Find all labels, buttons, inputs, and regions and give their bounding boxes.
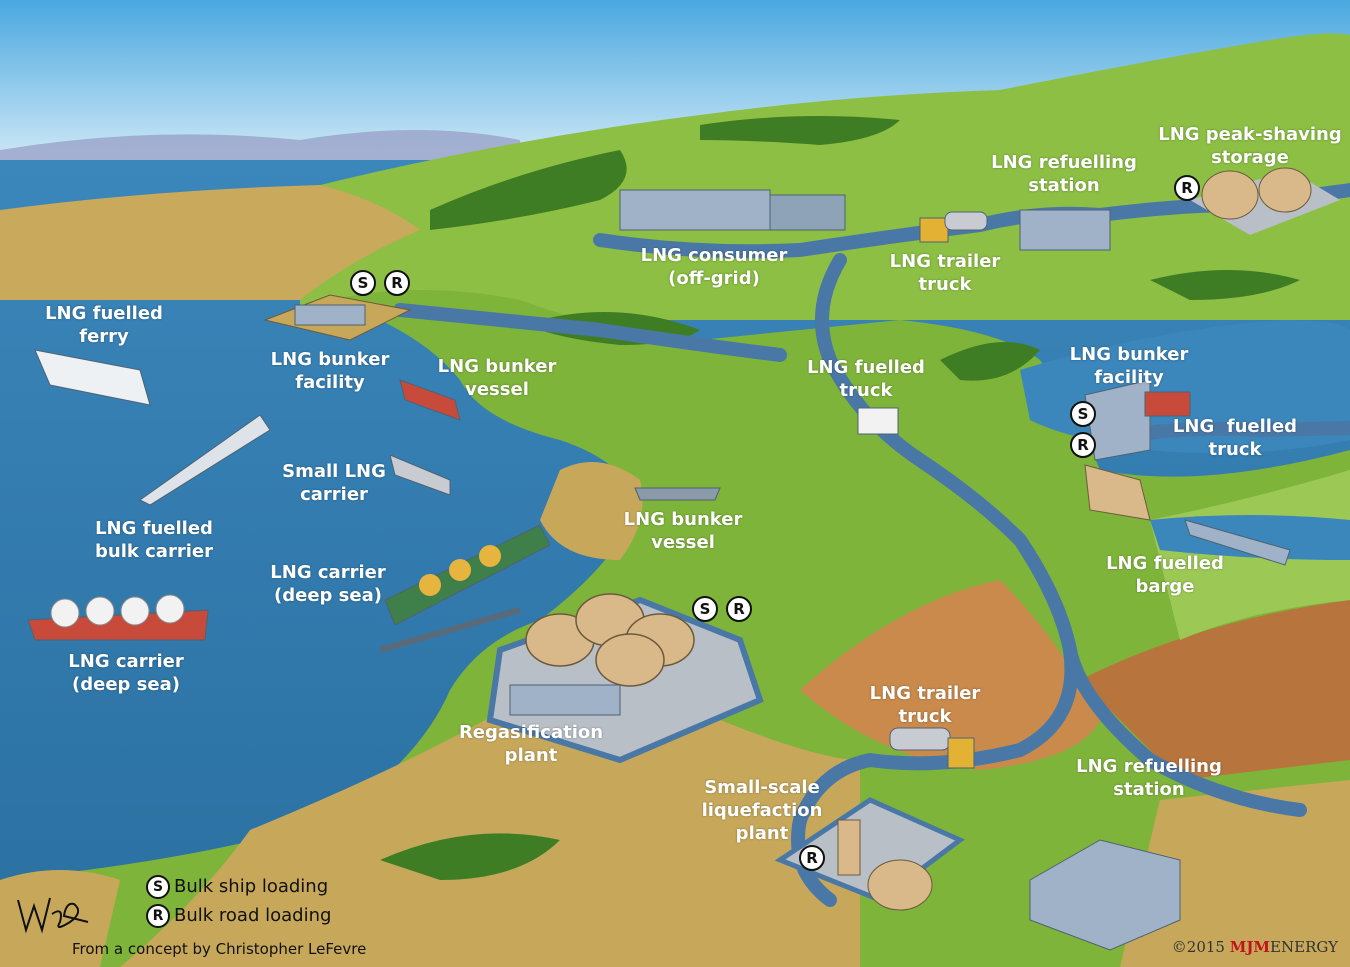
label-lng-carrier-deep-sea-2: LNG carrier (deep sea) — [68, 651, 184, 695]
ship-loading-badge: S — [350, 270, 376, 296]
brand-mjm: MJM — [1229, 938, 1271, 956]
label-lng-fuelled-barge: LNG fuelled barge — [1106, 553, 1224, 597]
ship-loading-symbol-icon: S — [146, 874, 170, 899]
legend: S Bulk ship loading R Bulk road loading — [146, 872, 331, 930]
label-small-scale-liquefaction-plant: Small-scale liquefaction plant — [701, 777, 823, 844]
legend-item-ship-loading: S Bulk ship loading — [146, 872, 331, 901]
label-lng-fuelled-bulk-carrier: LNG fuelled bulk carrier — [95, 518, 213, 562]
artist-signature-icon — [17, 897, 89, 934]
ship-loading-badge: S — [1070, 401, 1096, 427]
label-lng-bunker-vessel-2: LNG bunker vessel — [623, 509, 743, 553]
legend-label: Bulk ship loading — [174, 876, 329, 897]
label-lng-refuelling-station: LNG refuelling station — [991, 152, 1137, 196]
road-loading-badge: R — [799, 845, 825, 871]
copyright: ©2015 MJMENERGY — [1172, 938, 1338, 956]
road-loading-symbol-icon: R — [146, 903, 170, 928]
road-loading-badge: R — [384, 270, 410, 296]
label-regasification-plant: Regasification plant — [458, 722, 604, 766]
legend-label: Bulk road loading — [174, 905, 332, 926]
road-loading-badge: R — [726, 596, 752, 622]
label-lng-trailer-truck-2: LNG trailer truck — [869, 683, 981, 727]
label-lng-peak-shaving-storage: LNG peak-shaving storage — [1158, 124, 1342, 168]
legend-item-road-loading: R Bulk road loading — [146, 901, 331, 930]
label-lng-fuelled-truck-2: LNG fuelled truck — [1172, 416, 1298, 460]
label-lng-refuelling-station-2: LNG refuelling station — [1076, 756, 1222, 800]
label-lng-trailer-truck: LNG trailer truck — [889, 251, 1001, 295]
road-loading-badge: R — [1174, 175, 1200, 201]
concept-credit: From a concept by Christopher LeFevre — [72, 940, 367, 958]
road-loading-badge: R — [1070, 432, 1096, 458]
label-lng-fuelled-truck: LNG fuelled truck — [807, 357, 925, 401]
label-lng-bunker-facility: LNG bunker facility — [270, 349, 390, 393]
label-lng-bunker-facility-2: LNG bunker facility — [1069, 344, 1189, 388]
label-small-lng-carrier: Small LNG carrier — [282, 461, 386, 505]
ship-loading-badge: S — [692, 596, 718, 622]
label-lng-bunker-vessel: LNG bunker vessel — [437, 356, 557, 400]
copyright-prefix: ©2015 — [1171, 938, 1230, 956]
label-lng-carrier-deep-sea: LNG carrier (deep sea) — [270, 562, 386, 606]
label-lng-consumer-off-grid: LNG consumer (off-grid) — [640, 245, 788, 289]
label-lng-fuelled-ferry: LNG fuelled ferry — [45, 303, 163, 347]
brand-energy: ENERGY — [1270, 938, 1338, 956]
